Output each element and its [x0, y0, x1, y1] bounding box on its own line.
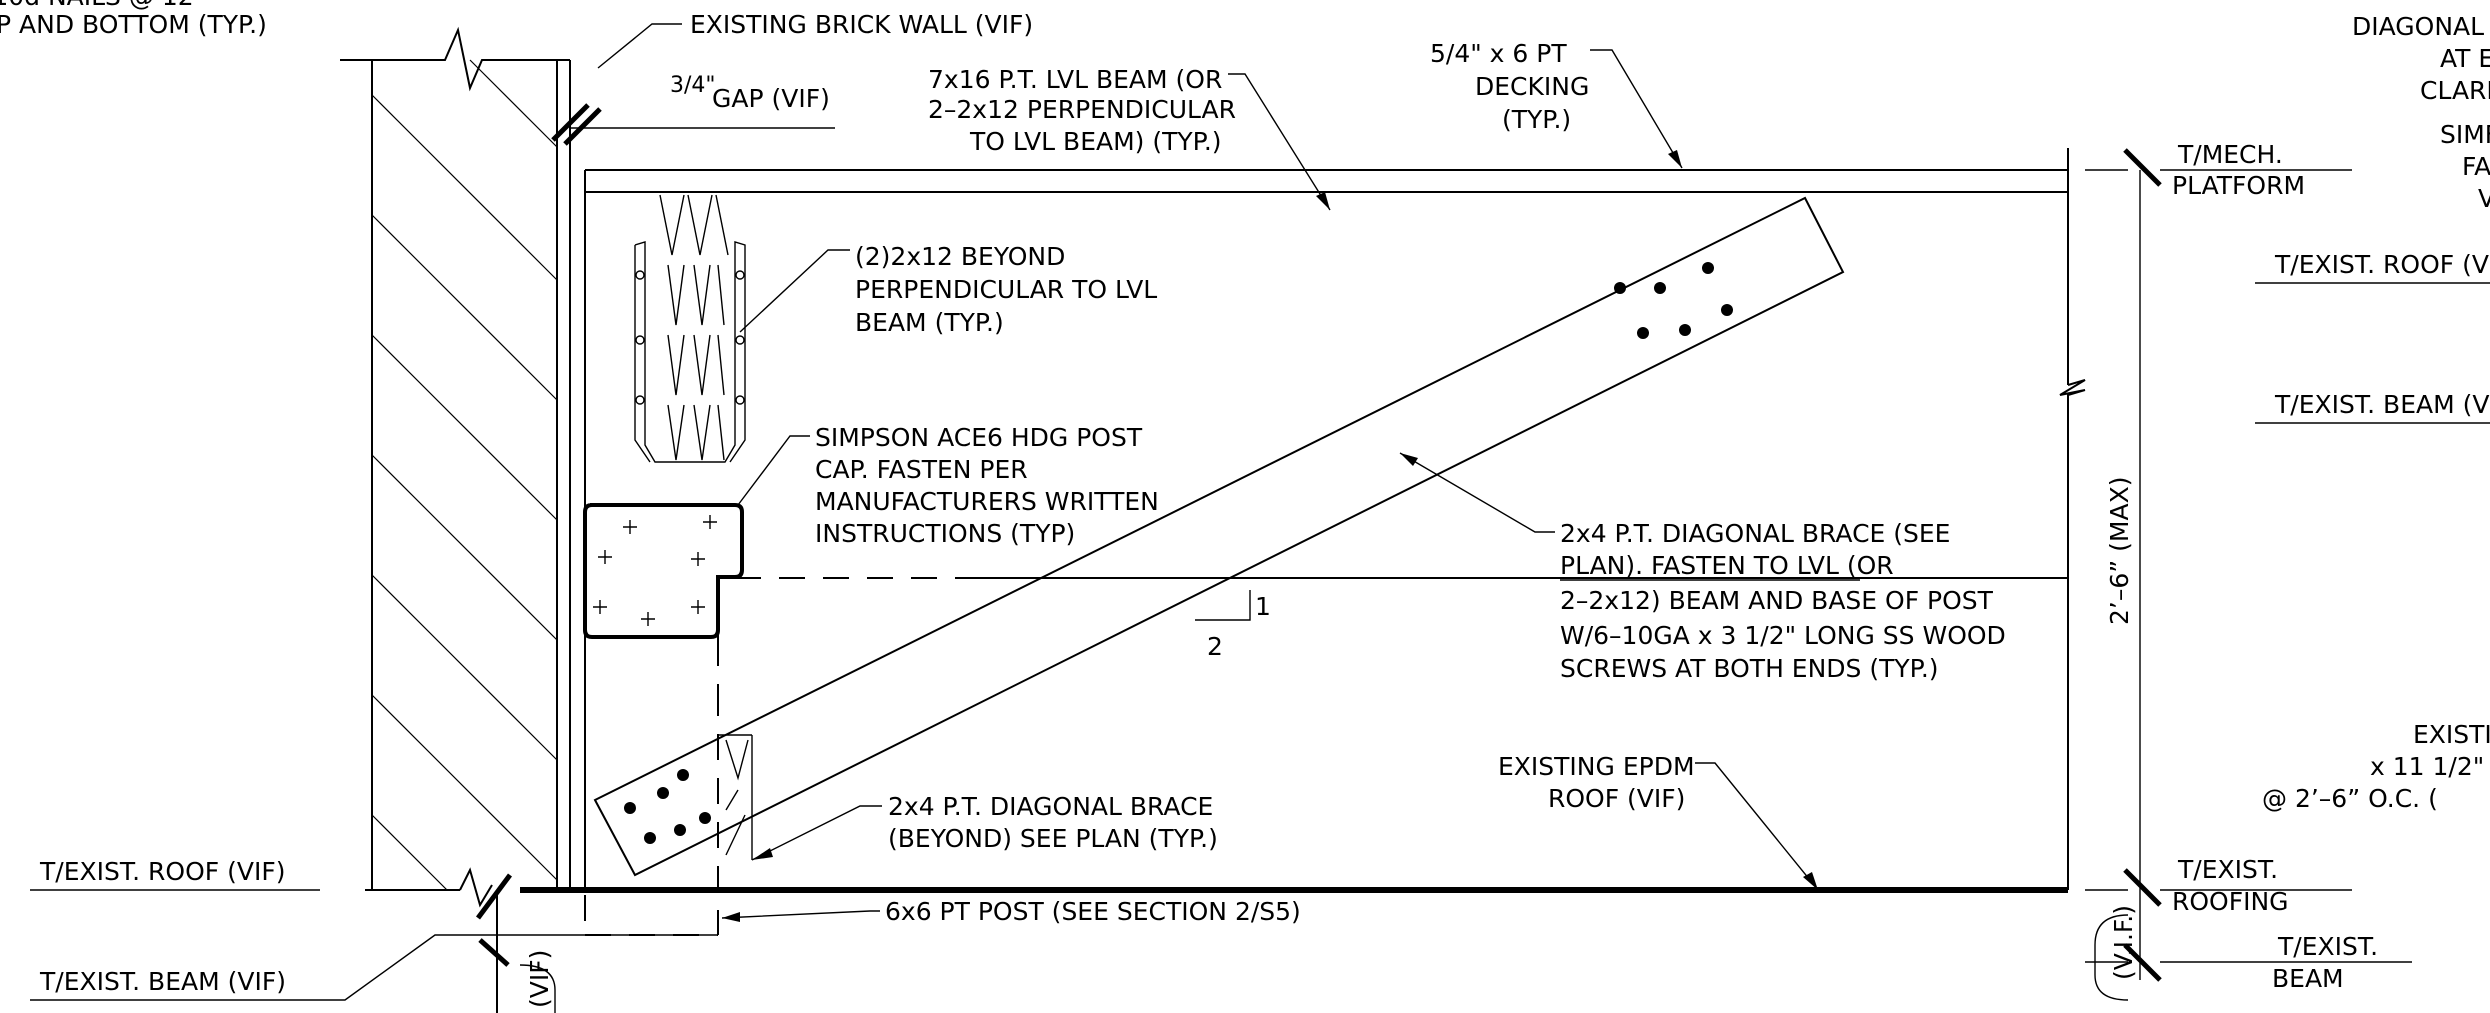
note-lvl-line3: TO LVL BEAM) (TYP.): [969, 127, 1222, 156]
slope-indicator: [1195, 590, 1251, 621]
existing-roof: [365, 867, 2068, 1013]
partial-note-1: DIAGONAL: [2352, 12, 2484, 41]
slope-run: 2: [1207, 632, 1223, 661]
post-cap: [583, 503, 744, 639]
level-exist-roof-right: T/EXIST. ROOF (V: [2274, 250, 2489, 279]
dimension-line: [2067, 148, 2162, 982]
gap-marker: [551, 103, 835, 146]
partial-note-existing: EXISTIN: [2413, 720, 2490, 749]
note-beyond-line2: PERPENDICULAR TO LVL: [855, 275, 1157, 304]
partial-note-spacing: @ 2’–6” O.C. (: [2262, 784, 2438, 813]
partial-note-5: FA: [2462, 152, 2490, 181]
level-beam-small-line2: BEAM: [2272, 964, 2344, 993]
note-brace-beyond-line1: 2x4 P.T. DIAGONAL BRACE: [888, 792, 1213, 821]
brick-wall: [340, 26, 571, 891]
dimension-height: 2’–6” (MAX): [2105, 477, 2134, 625]
note-brace-line5: SCREWS AT BOTH ENDS (TYP.): [1560, 654, 1939, 683]
note-postcap-line3: MANUFACTURERS WRITTEN: [815, 487, 1159, 516]
note-beyond-line3: BEAM (TYP.): [855, 308, 1004, 337]
level-exist-beam-right: T/EXIST. BEAM (V: [2274, 390, 2489, 419]
gap-fraction: 3/4": [670, 73, 716, 98]
slope-rise: 1: [1255, 592, 1271, 621]
partial-note-2: AT E: [2440, 44, 2490, 73]
partial-note-3: CLARIT: [2420, 76, 2490, 105]
note-postcap-line4: INSTRUCTIONS (TYP): [815, 519, 1075, 548]
note-post: 6x6 PT POST (SEE SECTION 2/S5): [885, 897, 1301, 926]
note-brick-wall: EXISTING BRICK WALL (VIF): [690, 10, 1033, 39]
brace-beyond: [718, 734, 753, 860]
vif-left: (VIF): [525, 950, 554, 1008]
diagonal-brace: [593, 196, 1845, 877]
note-brace-line3: 2–2x12) BEAM AND BASE OF POST: [1560, 586, 1994, 615]
note-epdm-line1: EXISTING EPDM: [1498, 752, 1695, 781]
note-postcap-line1: SIMPSON ACE6 HDG POST: [815, 423, 1143, 452]
partial-note-6: V: [2478, 184, 2490, 213]
level-exist-roof-left: T/EXIST. ROOF (VIF): [39, 857, 285, 886]
level-roofing-line1: T/EXIST.: [2177, 855, 2278, 884]
note-postcap-line2: CAP. FASTEN PER: [815, 455, 1028, 484]
level-beam-small-line1: T/EXIST.: [2277, 932, 2378, 961]
note-brace-line4: W/6–10GA x 3 1/2" LONG SS WOOD: [1560, 621, 2006, 650]
level-mech-line2: PLATFORM: [2172, 171, 2305, 200]
note-decking-line1: 5/4" x 6 PT: [1430, 39, 1567, 68]
note-decking-line2: DECKING: [1475, 72, 1589, 101]
level-mech-line1: T/MECH.: [2177, 140, 2283, 169]
note-gap: GAP (VIF): [712, 84, 830, 113]
vif-right: (V.I.F.): [2109, 905, 2138, 980]
note-brace-beyond-line2: (BEYOND) SEE PLAN (TYP.): [888, 824, 1218, 853]
note-epdm-line2: ROOF (VIF): [1548, 784, 1685, 813]
level-exist-beam-left: T/EXIST. BEAM (VIF): [39, 967, 286, 996]
note-beyond-line1: (2)2x12 BEYOND: [855, 242, 1065, 271]
note-nails-line2: P AND BOTTOM (TYP.): [0, 10, 267, 39]
note-lvl-line1: 7x16 P.T. LVL BEAM (OR: [928, 65, 1222, 94]
note-nails-line1: F 10d NAILS @ 12": [0, 0, 205, 11]
level-roofing-line2: ROOFING: [2172, 887, 2289, 916]
note-lvl-line2: 2–2x12 PERPENDICULAR: [928, 95, 1236, 124]
note-decking-line3: (TYP.): [1502, 105, 1571, 134]
post-hidden: [584, 578, 719, 936]
note-brace-line1: 2x4 P.T. DIAGONAL BRACE (SEE: [1560, 519, 1950, 548]
note-brace-line2: PLAN). FASTEN TO LVL (OR: [1560, 551, 1894, 580]
partial-note-size: x 11 1/2": [2370, 752, 2484, 781]
hanger-beyond: [634, 194, 746, 463]
